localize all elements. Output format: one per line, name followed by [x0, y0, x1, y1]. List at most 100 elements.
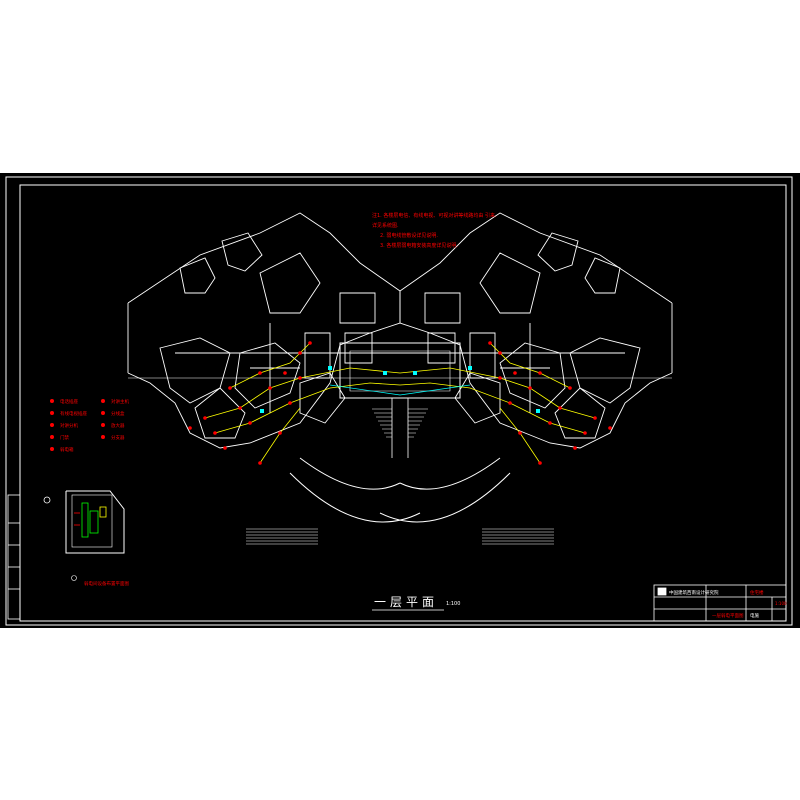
- junction-box-symbol: [383, 371, 387, 375]
- wiring-run: [499, 407, 541, 464]
- device-symbol: [223, 446, 227, 450]
- detail-caption: 弱电间设备布置平面图: [84, 580, 129, 587]
- device-symbol: [258, 371, 262, 375]
- svg-text:放大器: 放大器: [111, 422, 125, 429]
- device-symbol: [213, 431, 217, 435]
- legend-item: 分线盒: [101, 410, 125, 417]
- wall-outline: [221, 232, 263, 272]
- device-symbol: [548, 421, 552, 425]
- wall-outline: [537, 232, 579, 272]
- device-symbols: [188, 341, 612, 465]
- device-symbol: [518, 431, 522, 435]
- svg-text:门禁: 门禁: [60, 434, 69, 441]
- wiring-run: [329, 384, 471, 396]
- device-symbol: [248, 421, 252, 425]
- entrance-ramp: [289, 472, 421, 523]
- wall-outline: [339, 292, 376, 324]
- wall-outline: [584, 257, 621, 294]
- entrance-ramp: [399, 457, 501, 490]
- svg-text:有线电视插座: 有线电视插座: [60, 410, 87, 417]
- device-symbol: [268, 386, 272, 390]
- device-symbol: [508, 401, 512, 405]
- legend-item: 弱电箱: [50, 446, 74, 453]
- wiring-run: [259, 407, 301, 464]
- junction-box-symbol: [468, 366, 472, 370]
- wall-outline: [304, 332, 331, 379]
- wiring-run: [399, 382, 586, 434]
- svg-text:电话插座: 电话插座: [60, 398, 78, 405]
- wall-outline: [179, 257, 216, 294]
- wall-outline: [299, 372, 346, 424]
- inner-frame: [19, 184, 787, 622]
- wall-outline: [569, 337, 641, 404]
- device-symbol: [278, 431, 282, 435]
- legend-item: 放大器: [101, 422, 125, 429]
- wall-outline: [469, 332, 496, 379]
- device-symbol: [558, 406, 562, 410]
- junction-box-symbol: [260, 409, 264, 413]
- svg-text:弱电箱: 弱电箱: [60, 446, 74, 453]
- junction-box-symbol: [536, 409, 540, 413]
- drawing-title-text: 一层平面: [374, 595, 438, 609]
- svg-text:分支器: 分支器: [111, 434, 125, 441]
- svg-text:对讲分机: 对讲分机: [60, 422, 78, 429]
- legend-item: 分支器: [101, 434, 125, 441]
- note-line: 3. 各楼层弱电箱安装高度详见说明.: [380, 242, 458, 249]
- wall-outline: [159, 337, 231, 404]
- legend-item: 电话插座: [50, 398, 78, 405]
- title-block-scale: 1:100: [775, 601, 787, 606]
- device-symbol: [238, 406, 242, 410]
- left-margin-strip: [7, 494, 21, 620]
- legend-item: 对讲主机: [101, 398, 129, 405]
- device-symbol: [228, 386, 232, 390]
- wiring-run: [204, 367, 401, 419]
- device-symbol: [188, 426, 192, 430]
- device-symbol: [308, 341, 312, 345]
- device-symbol: [568, 386, 572, 390]
- junction-box-symbol: [413, 371, 417, 375]
- device-symbol: [573, 446, 577, 450]
- note-line: 详见系统图.: [372, 222, 399, 229]
- wall-outline: [554, 387, 606, 439]
- wall-outline: [499, 342, 566, 409]
- junction-box-symbol: [328, 366, 332, 370]
- wall-outline: [234, 342, 301, 409]
- legend-item: 有线电视插座: [50, 410, 87, 417]
- note-line: 注1. 各楼层电信、有线电视、可视对讲等线路均由 引来.: [372, 212, 497, 219]
- drawing-title: 一层平面 1:100: [372, 595, 460, 611]
- device-symbol: [538, 371, 542, 375]
- title-block: [653, 584, 787, 622]
- legend: 电话插座 有线电视插座 对讲分机 门禁 弱电箱 对讲主机 分线盒 放大器 分支器: [50, 398, 129, 453]
- note-line: 2. 弱电线管敷设详见说明.: [380, 232, 438, 239]
- device-symbol: [283, 371, 287, 375]
- legend-item: 对讲分机: [50, 422, 78, 429]
- entrance-ramp: [379, 472, 511, 523]
- drawing-title-scale: 1:100: [446, 601, 460, 607]
- device-symbol: [298, 351, 302, 355]
- wall-outline: [479, 252, 541, 314]
- wall-outline: [259, 252, 321, 314]
- central-corridor: [349, 350, 451, 392]
- device-symbol: [608, 426, 612, 430]
- device-symbol: [528, 386, 532, 390]
- wiring-runs: [204, 342, 596, 464]
- device-symbol: [498, 351, 502, 355]
- svg-text:分线盒: 分线盒: [111, 410, 125, 417]
- wall-outline: [194, 387, 246, 439]
- svg-text:对讲主机: 对讲主机: [111, 398, 129, 405]
- wiring-run: [214, 382, 401, 434]
- wiring-run: [399, 367, 596, 419]
- device-symbol: [288, 401, 292, 405]
- device-symbol: [203, 416, 207, 420]
- general-notes: 注1. 各楼层电信、有线电视、可视对讲等线路均由 引来. 详见系统图. 2. 弱…: [372, 212, 497, 249]
- title-block-project: 住宅楼: [750, 589, 764, 596]
- device-symbol: [498, 376, 502, 380]
- central-core: [339, 342, 461, 399]
- entrance-ramp: [299, 457, 401, 490]
- cad-drawing-sheet: 注1. 各楼层电信、有线电视、可视对讲等线路均由 引来. 详见系统图. 2. 弱…: [0, 173, 800, 628]
- device-symbol: [513, 371, 517, 375]
- outer-frame: [5, 176, 793, 626]
- building-walls: [127, 212, 673, 545]
- title-block-company: 中国建筑西南设计研究院: [669, 589, 719, 596]
- device-symbol: [258, 461, 262, 465]
